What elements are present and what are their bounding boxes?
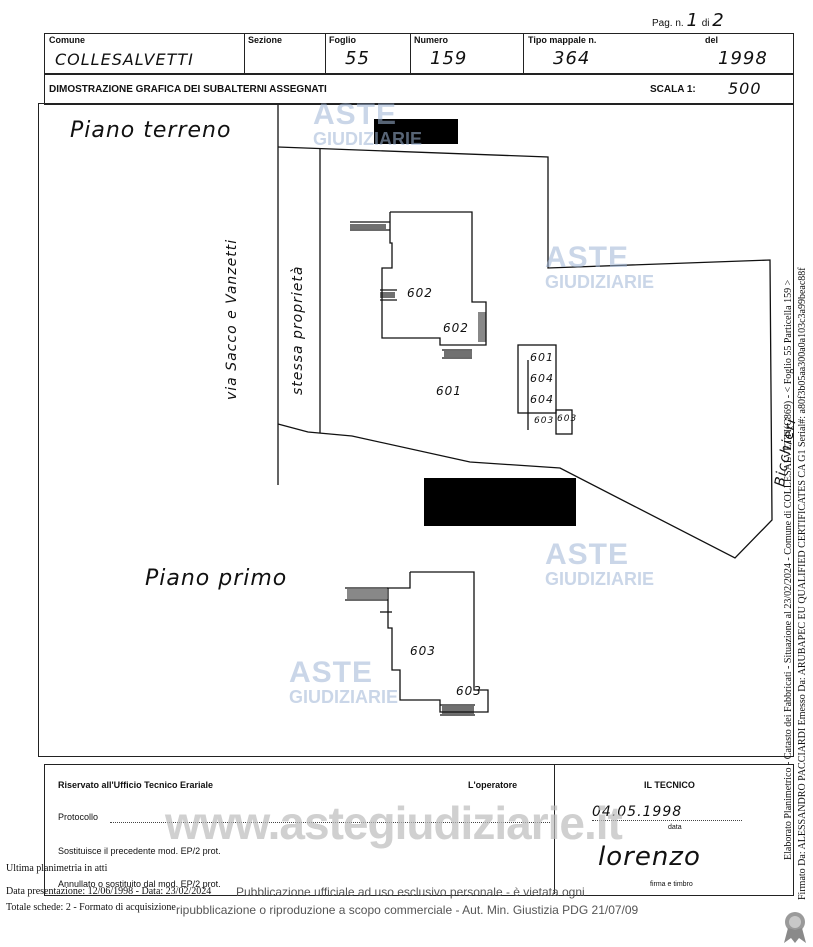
watermark-2: ASTE GIUDIZIARIE xyxy=(545,241,655,292)
tecnico-signature: lorenzo xyxy=(598,842,701,872)
sub-601: 601 xyxy=(436,384,462,398)
header-box xyxy=(44,33,794,75)
reserved-box xyxy=(44,764,794,896)
watermark-4: ASTE GIUDIZIARIE xyxy=(289,656,399,707)
tecnico-date: 04.05.1998 xyxy=(592,804,683,820)
del-value: 1998 xyxy=(718,48,768,69)
page-num: 1 xyxy=(686,10,699,31)
redaction-top xyxy=(374,119,458,144)
numero-label: Numero xyxy=(414,35,449,45)
side-text-elaborato: Elaborato Planimetrico - Catasto dei Fab… xyxy=(783,279,794,860)
footer-line3: Totale schede: 2 - Formato di acquisizio… xyxy=(6,902,176,913)
comune-label: Comune xyxy=(49,35,85,45)
foglio-value: 55 xyxy=(345,48,370,69)
page-label: Pag. n. xyxy=(652,18,684,29)
sub-603-d: 603 xyxy=(456,684,482,698)
annex-604 xyxy=(517,344,557,414)
page-number: Pag. n. 1 di 2 xyxy=(652,10,725,31)
footer-line2: Data presentazione: 12/06/1998 - Data: 2… xyxy=(6,886,212,897)
piano-primo-label: Piano primo xyxy=(145,566,288,591)
footer-notice-1: Pubblicazione ufficiale ad uso esclusivo… xyxy=(236,885,585,899)
del-label: del xyxy=(705,35,719,45)
plan-area xyxy=(38,103,794,757)
protocollo-label: Protocollo xyxy=(58,812,99,822)
tecnico-label: IL TECNICO xyxy=(644,780,695,790)
numero-value: 159 xyxy=(430,48,468,69)
sub-601-annex: 601 xyxy=(530,351,554,364)
riservato-label: Riservato all'Ufficio Tecnico Erariale xyxy=(58,780,214,790)
watermark-url: www.astegiudiziarie.it xyxy=(165,797,623,849)
seal-icon xyxy=(784,912,806,943)
sub-604-b: 604 xyxy=(530,393,554,406)
piano-terreno-label: Piano terreno xyxy=(70,118,232,143)
sostituisce-label: Sostituisce il precedente mod. EP/2 prot… xyxy=(58,846,221,856)
firma-label: firma e timbro xyxy=(650,881,693,888)
sub-602-a: 602 xyxy=(407,286,433,300)
sub-602-b: 602 xyxy=(443,321,469,335)
street-label: via Sacco e Vanzetti xyxy=(224,238,240,400)
footer-line1: Ultima planimetria in atti xyxy=(6,863,108,874)
watermark-1: ASTE GIUDIZIARIE xyxy=(313,98,423,149)
stessa-label: stessa proprietà xyxy=(290,265,306,395)
first-floor-building xyxy=(387,571,489,713)
ground-building xyxy=(381,211,487,346)
annullato-label: Annullato o sostituito dal mod. EP/2 pro… xyxy=(58,879,221,889)
lot-boundary xyxy=(277,146,773,559)
sub-603-b: 603 xyxy=(557,414,578,424)
page-of: di xyxy=(701,18,710,29)
sezione-label: Sezione xyxy=(248,35,283,45)
scala-value: 500 xyxy=(728,79,762,98)
sub-603-a: 603 xyxy=(534,416,555,426)
sub-603-c: 603 xyxy=(410,644,436,658)
footer-notice-2: ripubblicazione o riproduzione a scopo c… xyxy=(176,903,639,917)
scala-label: SCALA 1: xyxy=(650,84,696,95)
page-total: 2 xyxy=(712,10,725,31)
side-text-firmato: Firmato Da: ALESSANDRO PACCIARDI Emesso … xyxy=(797,267,808,900)
tipo-value: 364 xyxy=(553,48,591,69)
watermark-3: ASTE GIUDIZIARIE xyxy=(545,538,655,589)
title-text: DIMOSTRAZIONE GRAFICA DEI SUBALTERNI ASS… xyxy=(49,84,327,95)
data-label: data xyxy=(668,824,682,831)
tipo-label: Tipo mappale n. xyxy=(528,35,597,45)
foglio-label: Foglio xyxy=(329,35,356,45)
sub-604-a: 604 xyxy=(530,372,554,385)
redaction-middle xyxy=(424,478,576,526)
title-row-box xyxy=(44,73,794,105)
operatore-label: L'operatore xyxy=(468,780,518,790)
comune-value: COLLESALVETTI xyxy=(55,50,194,69)
